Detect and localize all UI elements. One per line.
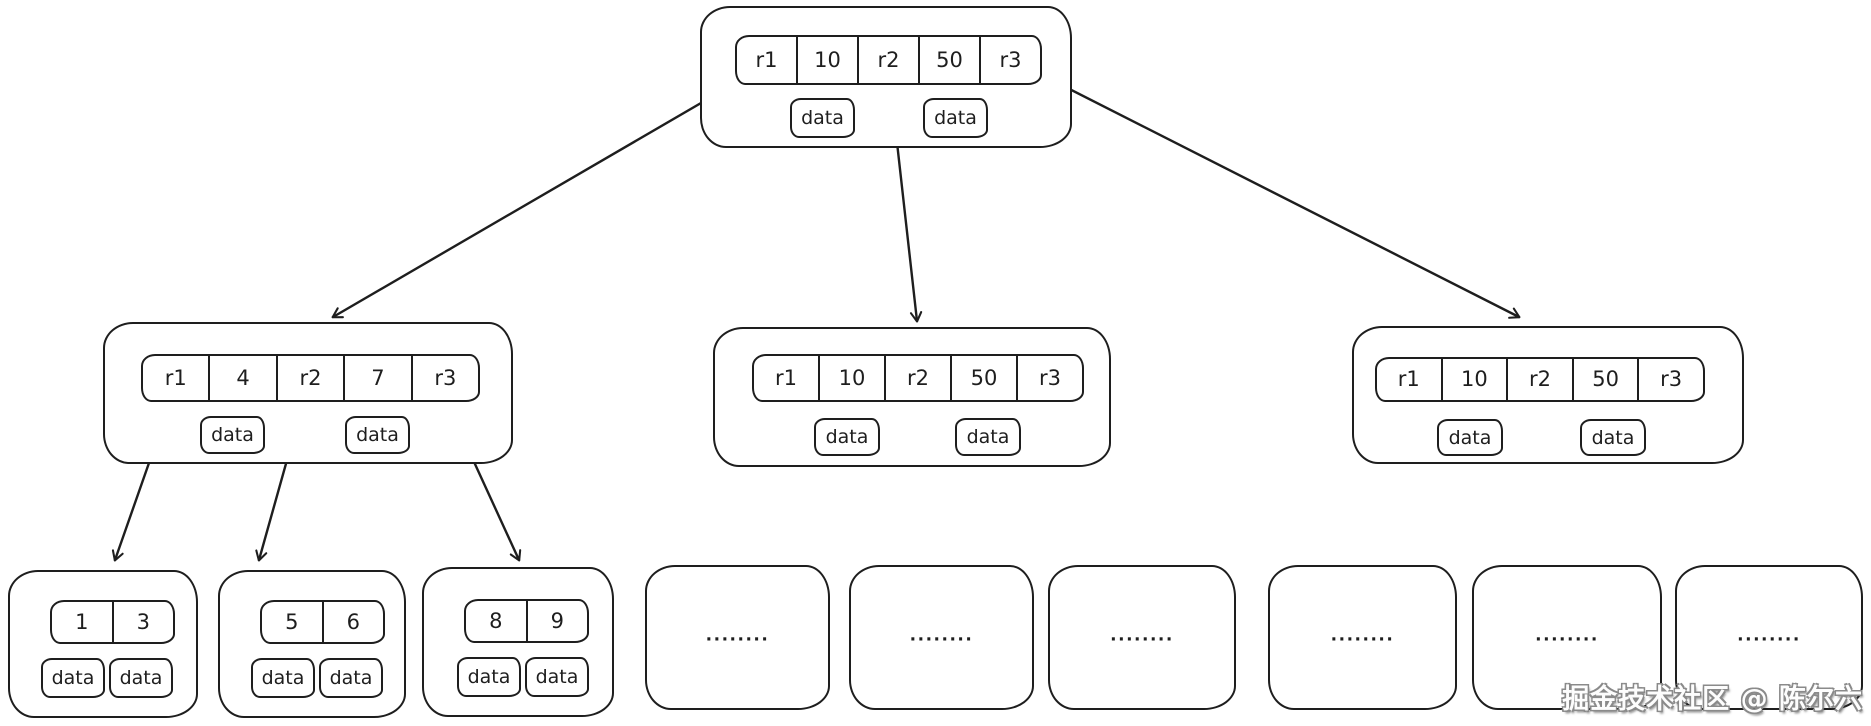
data-box: data	[790, 98, 855, 138]
data-label: data	[1591, 426, 1635, 449]
cell-ref: r2	[1506, 359, 1572, 400]
cell-key: 50	[1571, 359, 1638, 400]
arrow-root-to-right-child	[1026, 66, 1521, 319]
data-box: data	[525, 657, 589, 697]
data-box: data	[319, 658, 383, 698]
data-box: data	[1580, 419, 1646, 456]
data-label: data	[966, 426, 1010, 448]
ellipsis-dots: ........	[1737, 625, 1801, 646]
cell-key: 8	[489, 608, 503, 633]
cell-ref: r2	[884, 356, 950, 400]
cell-ref: r3	[410, 356, 478, 400]
cell-ref: r1	[164, 365, 187, 390]
data-box: data	[251, 658, 315, 698]
leaf-node-2: 5 6 data data	[218, 570, 406, 718]
cell-key: 50	[950, 356, 1016, 400]
data-label: data	[261, 667, 305, 689]
cell-key: 3	[111, 602, 174, 642]
leaf1-cell-row: 1 3	[50, 600, 175, 644]
data-label: data	[356, 424, 399, 446]
data-label: data	[801, 107, 844, 129]
data-box: data	[345, 416, 410, 454]
data-label: data	[535, 666, 579, 688]
internal-node-left: r1 4 r2 7 r3 data data	[103, 322, 513, 464]
arrow-root-to-left-child	[331, 76, 746, 319]
data-label: data	[467, 666, 511, 688]
cell-ref: r1	[775, 365, 797, 390]
ellipsis-dots: ........	[1330, 625, 1395, 646]
leaf2-cell-row: 5 6	[260, 600, 385, 644]
data-label: data	[51, 667, 95, 689]
cell-key: 1	[75, 609, 89, 634]
internal-node-middle: r1 10 r2 50 r3 data data	[713, 327, 1111, 467]
middle-cell-row: r1 10 r2 50 r3	[752, 354, 1084, 402]
data-label: data	[211, 424, 254, 446]
cell-key: 10	[796, 37, 857, 83]
leaf-node-empty: ........	[1048, 565, 1236, 710]
leaf-node-empty: ........	[1268, 565, 1457, 710]
data-box: data	[814, 418, 880, 456]
data-box: data	[457, 657, 521, 697]
leaf-node-3: 8 9 data data	[422, 567, 614, 717]
right-cell-row: r1 10 r2 50 r3	[1375, 357, 1705, 402]
data-label: data	[329, 667, 373, 689]
leaf-node-empty: ........	[1675, 565, 1863, 710]
data-box: data	[923, 98, 988, 138]
cell-key: 6	[321, 602, 384, 642]
ellipsis-dots: ........	[705, 625, 770, 646]
data-label: data	[119, 667, 163, 689]
ellipsis-dots: ........	[1535, 625, 1599, 646]
leaf-node-empty: ........	[645, 565, 830, 710]
internal-node-right: r1 10 r2 50 r3 data data	[1352, 326, 1744, 464]
cell-ref: r1	[755, 47, 778, 72]
cell-key: 4	[208, 356, 275, 400]
data-label: data	[934, 107, 977, 129]
root-cell-row: r1 10 r2 50 r3	[735, 35, 1042, 85]
data-label: data	[825, 426, 869, 448]
leaf3-cell-row: 8 9	[464, 599, 589, 643]
root-node: r1 10 r2 50 r3 data data	[700, 6, 1072, 148]
cell-ref: r3	[1637, 359, 1703, 400]
cell-ref: r3	[979, 37, 1040, 83]
left-cell-row: r1 4 r2 7 r3	[141, 354, 480, 402]
cell-key: 50	[918, 37, 979, 83]
cell-ref: r1	[1397, 367, 1420, 391]
watermark-text: 掘金技术社区 @ 陈尔六	[1562, 684, 1863, 715]
data-box: data	[200, 416, 265, 454]
data-box: data	[109, 658, 173, 698]
cell-key: 5	[285, 609, 299, 634]
cell-key: 7	[343, 356, 410, 400]
data-box: data	[41, 658, 105, 698]
ellipsis-dots: ........	[1110, 625, 1174, 646]
data-box: data	[1437, 419, 1503, 456]
cell-ref: r3	[1016, 356, 1082, 400]
data-box: data	[955, 418, 1021, 456]
cell-key: 10	[1440, 359, 1507, 400]
leaf-node-empty: ........	[1472, 565, 1662, 710]
cell-key: 10	[818, 356, 884, 400]
cell-ref: r2	[857, 37, 918, 83]
data-label: data	[1448, 426, 1492, 449]
leaf-node-1: 1 3 data data	[8, 570, 198, 718]
leaf-node-empty: ........	[849, 565, 1034, 710]
ellipsis-dots: ........	[909, 625, 974, 646]
cell-ref: r2	[275, 356, 343, 400]
cell-key: 9	[525, 601, 588, 641]
